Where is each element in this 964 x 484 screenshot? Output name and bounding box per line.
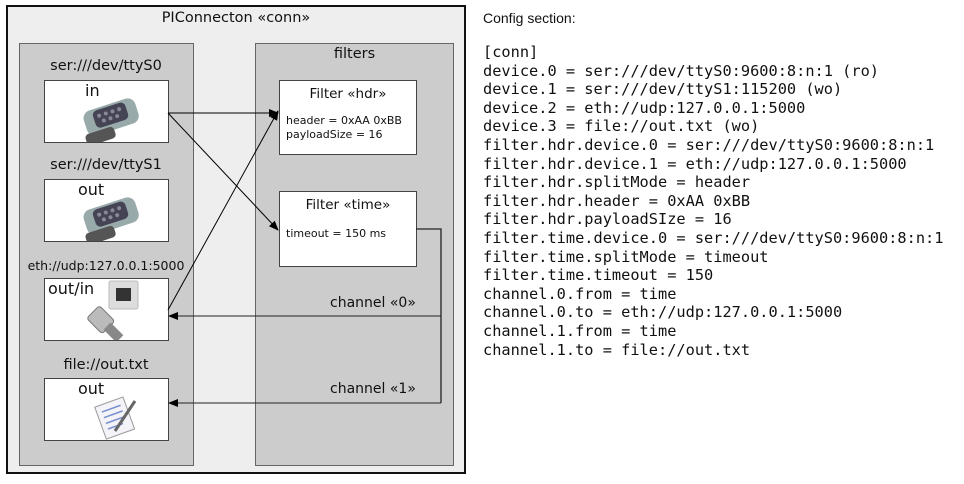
filter-param: payloadSize = 16	[286, 128, 383, 141]
filter-param: timeout = 150 ms	[286, 227, 387, 240]
connection-title: PIConnecton «conn»	[161, 10, 311, 26]
device-uri-label: eth://udp:127.0.0.1:5000	[27, 258, 185, 273]
config-line: channel.1.from = time	[483, 321, 677, 340]
device-box-ttyS1: out	[44, 179, 169, 242]
filter-time-box: Filter «time» timeout = 150 ms	[279, 191, 417, 267]
device-uri-label: file://out.txt	[63, 357, 149, 373]
device-mode: out/in	[48, 279, 95, 298]
config-line: device.1 = ser:///dev/ttyS1:115200 (wo)	[483, 80, 843, 99]
config-line: filter.time.device.0 = ser:///dev/ttyS0:…	[483, 228, 944, 247]
device-box-eth: out/in	[44, 278, 169, 341]
config-line: device.3 = file://out.txt (wo)	[483, 117, 760, 136]
device-box-ttyS0: in	[44, 80, 169, 143]
filter-hdr-box: Filter «hdr» header = 0xAA 0xBB payloadS…	[279, 80, 417, 155]
device-mode: out	[78, 379, 105, 398]
filter-params: timeout = 150 ms	[286, 227, 386, 241]
device-box-file: out	[44, 378, 169, 441]
channel-0-label: channel «0»	[330, 295, 416, 311]
filter-param: header = 0xAA 0xBB	[286, 114, 402, 127]
channel-1-label: channel «1»	[330, 381, 416, 397]
config-line: filter.hdr.header = 0xAA 0xBB	[483, 191, 751, 210]
config-line: channel.1.to = file://out.txt	[483, 340, 751, 359]
time-output-line	[416, 228, 442, 403]
device-uri-label: ser:///dev/ttyS0	[50, 58, 162, 74]
device-mode: out	[78, 180, 105, 199]
filter-title: Filter «hdr»	[309, 86, 387, 102]
config-line: channel.0.to = eth://udp:127.0.0.1:5000	[483, 303, 843, 322]
serial-port-icon	[83, 98, 139, 142]
config-line: filter.time.splitMode = timeout	[483, 247, 769, 266]
filter-title: Filter «time»	[305, 197, 391, 213]
arrow-eth-to-hdr	[167, 110, 279, 311]
config-line: device.0 = ser:///dev/ttyS0:9600:8:n:1 (…	[483, 61, 880, 80]
filters-panel-title: filters	[333, 46, 376, 62]
ethernet-cable-icon	[87, 280, 139, 340]
config-line: filter.hdr.device.1 = eth://udp:127.0.0.…	[483, 154, 907, 173]
text-file-icon	[94, 396, 137, 440]
serial-port-icon	[83, 197, 139, 241]
config-text: [conn]device.0 = ser:///dev/ttyS0:9600:8…	[483, 43, 943, 359]
device-uri-label: ser:///dev/ttyS1	[50, 157, 162, 173]
arrow-ttyS0-to-time	[167, 112, 279, 231]
config-line: device.2 = eth://udp:127.0.0.1:5000	[483, 98, 806, 117]
config-line: filter.hdr.payloadSIze = 16	[483, 210, 732, 229]
config-line: channel.0.from = time	[483, 284, 677, 303]
config-line: [conn]	[483, 43, 539, 61]
filter-params: header = 0xAA 0xBB payloadSize = 16	[286, 114, 402, 142]
config-line: filter.time.timeout = 150	[483, 266, 714, 285]
config-heading: Config section:	[483, 10, 576, 26]
config-line: filter.hdr.device.0 = ser:///dev/ttyS0:9…	[483, 135, 935, 154]
device-mode: in	[85, 81, 100, 100]
config-line: filter.hdr.splitMode = header	[483, 173, 751, 192]
